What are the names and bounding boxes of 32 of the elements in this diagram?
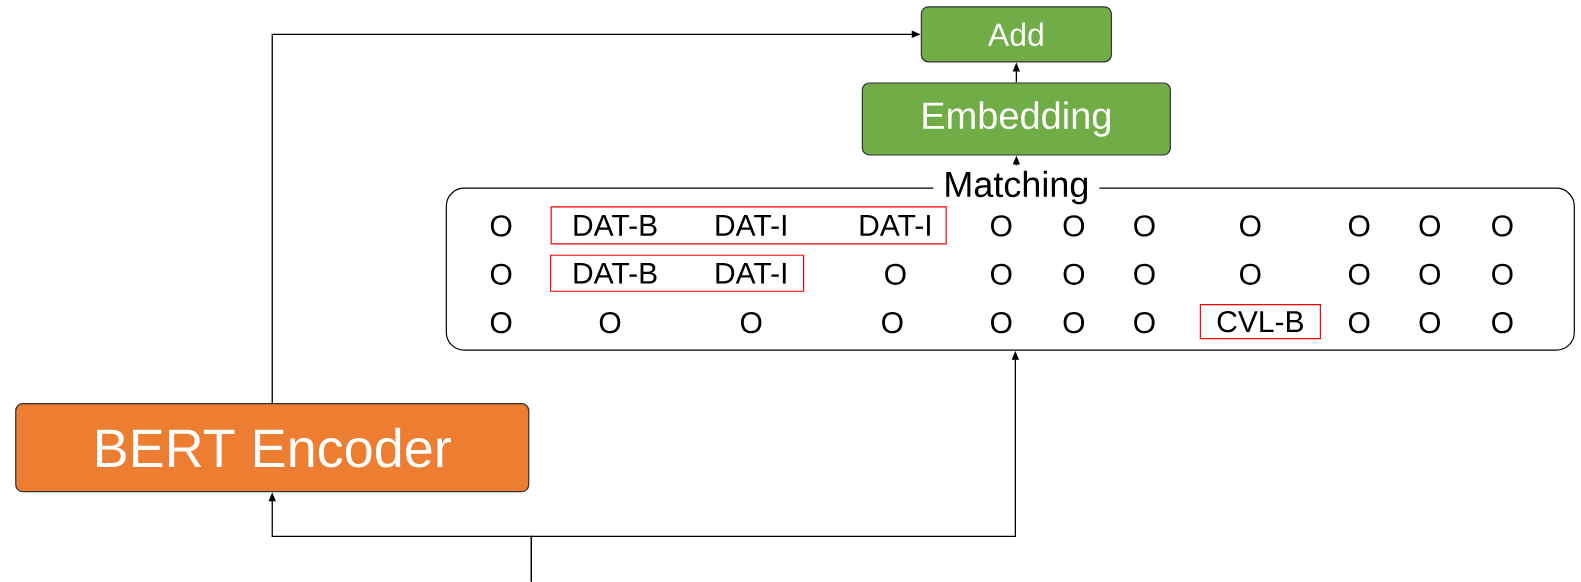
tag-label: O — [490, 312, 512, 334]
highlight-box: DAT-B DAT-I DAT-I — [550, 206, 947, 245]
tag-label: O — [885, 263, 906, 285]
process-box: Embedding — [861, 82, 1171, 156]
tag-label: O — [1063, 215, 1085, 237]
tag-label: O — [1492, 312, 1513, 334]
tag-label: O — [490, 215, 512, 237]
process-box: BERT Encoder — [15, 403, 530, 493]
process-box: Add — [920, 6, 1112, 63]
tag-label: O — [599, 312, 621, 334]
tag-label: O — [1134, 215, 1155, 237]
highlight-box: CVL-B — [1199, 304, 1321, 340]
tag-label: O — [490, 263, 512, 285]
highlight-box: DAT-B DAT-I — [550, 254, 805, 292]
tag-label: O — [1063, 263, 1085, 285]
tag-label: O — [991, 312, 1012, 334]
tag-label: O — [1348, 263, 1370, 285]
tag-label: O — [882, 312, 903, 334]
tag-label: O — [1492, 215, 1513, 237]
tag-label: O — [991, 215, 1012, 237]
tag-label: O — [1240, 215, 1261, 237]
tag-label: O — [740, 312, 762, 334]
tag-label: O — [1492, 263, 1513, 285]
tag-label: O — [1134, 312, 1155, 334]
tag-label: O — [1419, 312, 1440, 334]
tag-label: O — [1063, 312, 1085, 334]
tag-label: O — [1348, 215, 1370, 237]
tag-label: O — [1348, 312, 1370, 334]
tag-label: O — [1134, 263, 1155, 285]
tag-label: O — [991, 263, 1012, 285]
tag-label: O — [1419, 263, 1440, 285]
tag-label: O — [1419, 215, 1440, 237]
